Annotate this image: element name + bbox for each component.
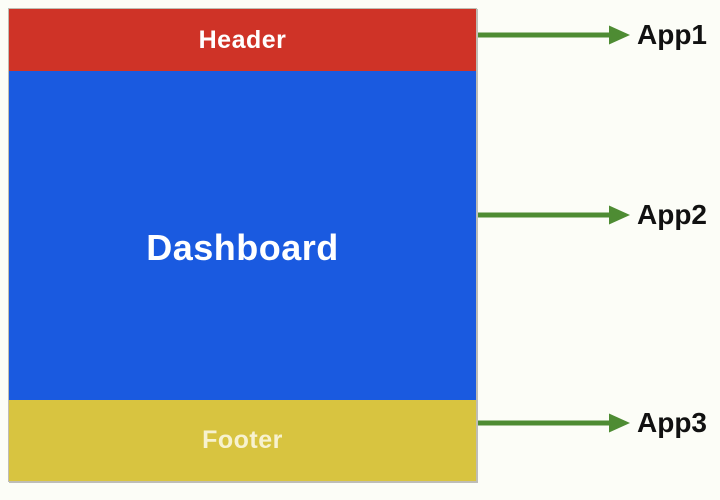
dashboard-band: Dashboard xyxy=(9,71,476,400)
dashboard-layout-box: Header Dashboard Footer xyxy=(8,8,477,482)
app1-label: App1 xyxy=(637,19,707,50)
right-arrow-icon xyxy=(478,25,630,45)
dashboard-band-label: Dashboard xyxy=(146,226,339,268)
arrow-row-app2: App2 xyxy=(478,195,707,235)
header-band-label: Header xyxy=(198,25,287,54)
app3-label: App3 xyxy=(637,407,707,438)
footer-band: Footer xyxy=(9,400,476,481)
app2-label: App2 xyxy=(637,199,707,230)
right-arrow-icon xyxy=(478,413,630,433)
arrow-row-app3: App3 xyxy=(478,403,707,443)
right-arrow-icon xyxy=(478,205,630,225)
footer-band-label: Footer xyxy=(202,426,283,454)
arrow-row-app1: App1 xyxy=(478,15,707,55)
header-band: Header xyxy=(9,9,476,71)
